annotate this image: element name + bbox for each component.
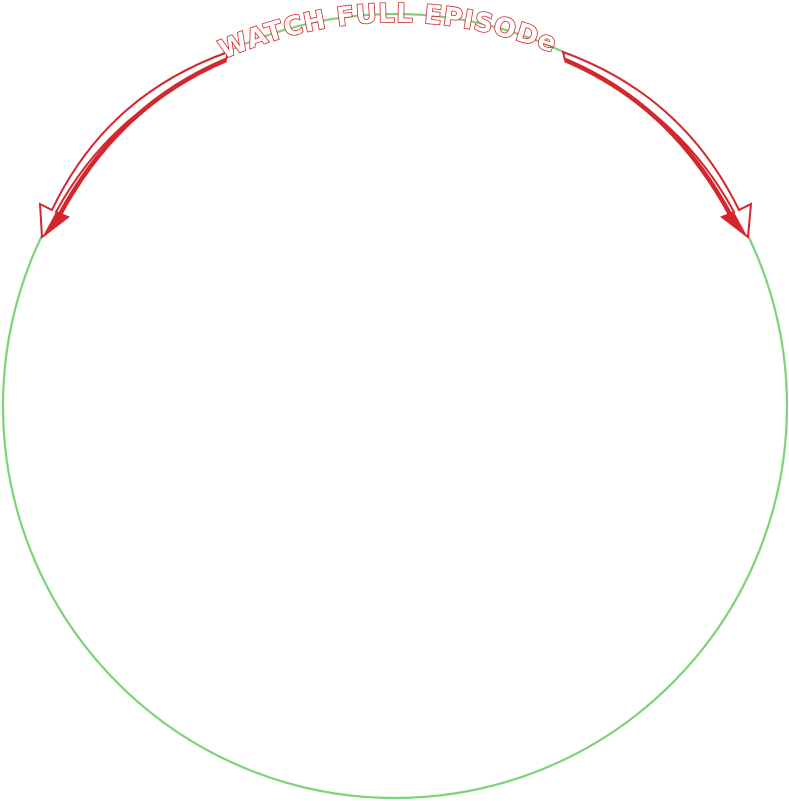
curved-arrow-right-icon	[561, 50, 753, 239]
badge-title: WATCH FULL EPISODes	[0, 0, 561, 66]
outer-circle	[1, 12, 789, 800]
curved-arrow-left-icon	[38, 50, 230, 239]
badge-title-text: WATCH FULL EPISODes	[0, 0, 561, 66]
